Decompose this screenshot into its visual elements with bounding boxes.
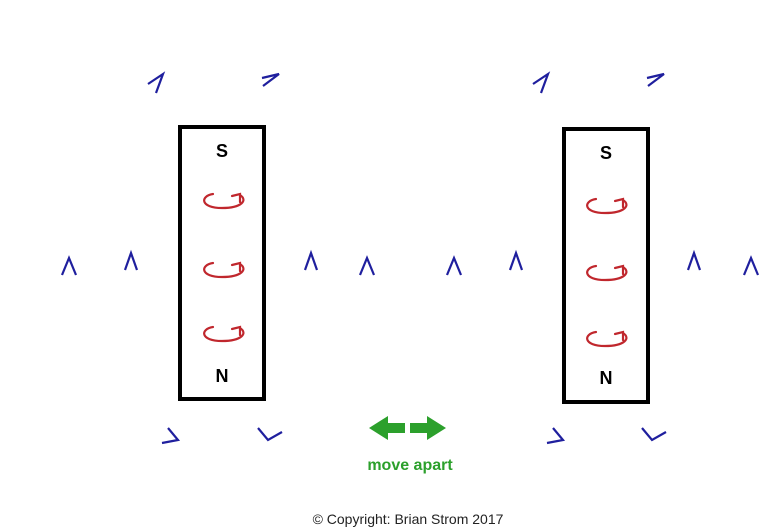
magnet-group-left: S N bbox=[60, 71, 376, 449]
pole-label-bottom: N bbox=[600, 368, 613, 388]
field-line-inner-right bbox=[258, 175, 315, 366]
field-arrow-icon bbox=[742, 255, 760, 276]
spin-icon bbox=[586, 197, 628, 215]
pole-label-bottom: N bbox=[216, 366, 229, 386]
spin-icon bbox=[586, 330, 628, 348]
spin-icon bbox=[203, 192, 245, 210]
field-arrow-icon bbox=[646, 72, 665, 87]
field-arrow-icon bbox=[161, 427, 181, 445]
field-line-outer-left bbox=[64, 83, 195, 449]
field-arrow-icon bbox=[123, 249, 139, 271]
field-arrow-icon bbox=[508, 249, 524, 271]
field-arrow-icon bbox=[445, 255, 463, 276]
field-arrow-icon bbox=[358, 255, 376, 276]
motion-label: move apart bbox=[367, 457, 453, 474]
field-arrow-icon bbox=[532, 71, 551, 94]
copyright-notice: © Copyright: Brian Strom 2017 bbox=[313, 511, 504, 527]
spin-icon bbox=[203, 261, 245, 279]
field-arrow-icon bbox=[257, 427, 283, 442]
spin-icon bbox=[203, 325, 245, 343]
field-line-inner-right bbox=[642, 175, 698, 366]
pole-label-top: S bbox=[600, 143, 612, 163]
field-arrow-icon bbox=[147, 71, 166, 94]
field-arrow-icon bbox=[546, 427, 566, 445]
magnet-group-right: S N bbox=[445, 71, 760, 449]
field-arrow-icon bbox=[60, 255, 78, 276]
field-arrow-icon bbox=[261, 72, 280, 87]
magnet-body bbox=[178, 125, 266, 401]
field-arrow-icon bbox=[686, 249, 702, 271]
field-line-outer-left bbox=[449, 83, 580, 449]
spin-icon bbox=[586, 264, 628, 282]
pole-label-top: S bbox=[216, 141, 228, 161]
field-arrow-icon bbox=[303, 249, 319, 271]
double-arrow-icon bbox=[369, 416, 446, 440]
magnet-body bbox=[562, 127, 650, 404]
field-arrow-icon bbox=[641, 427, 667, 442]
